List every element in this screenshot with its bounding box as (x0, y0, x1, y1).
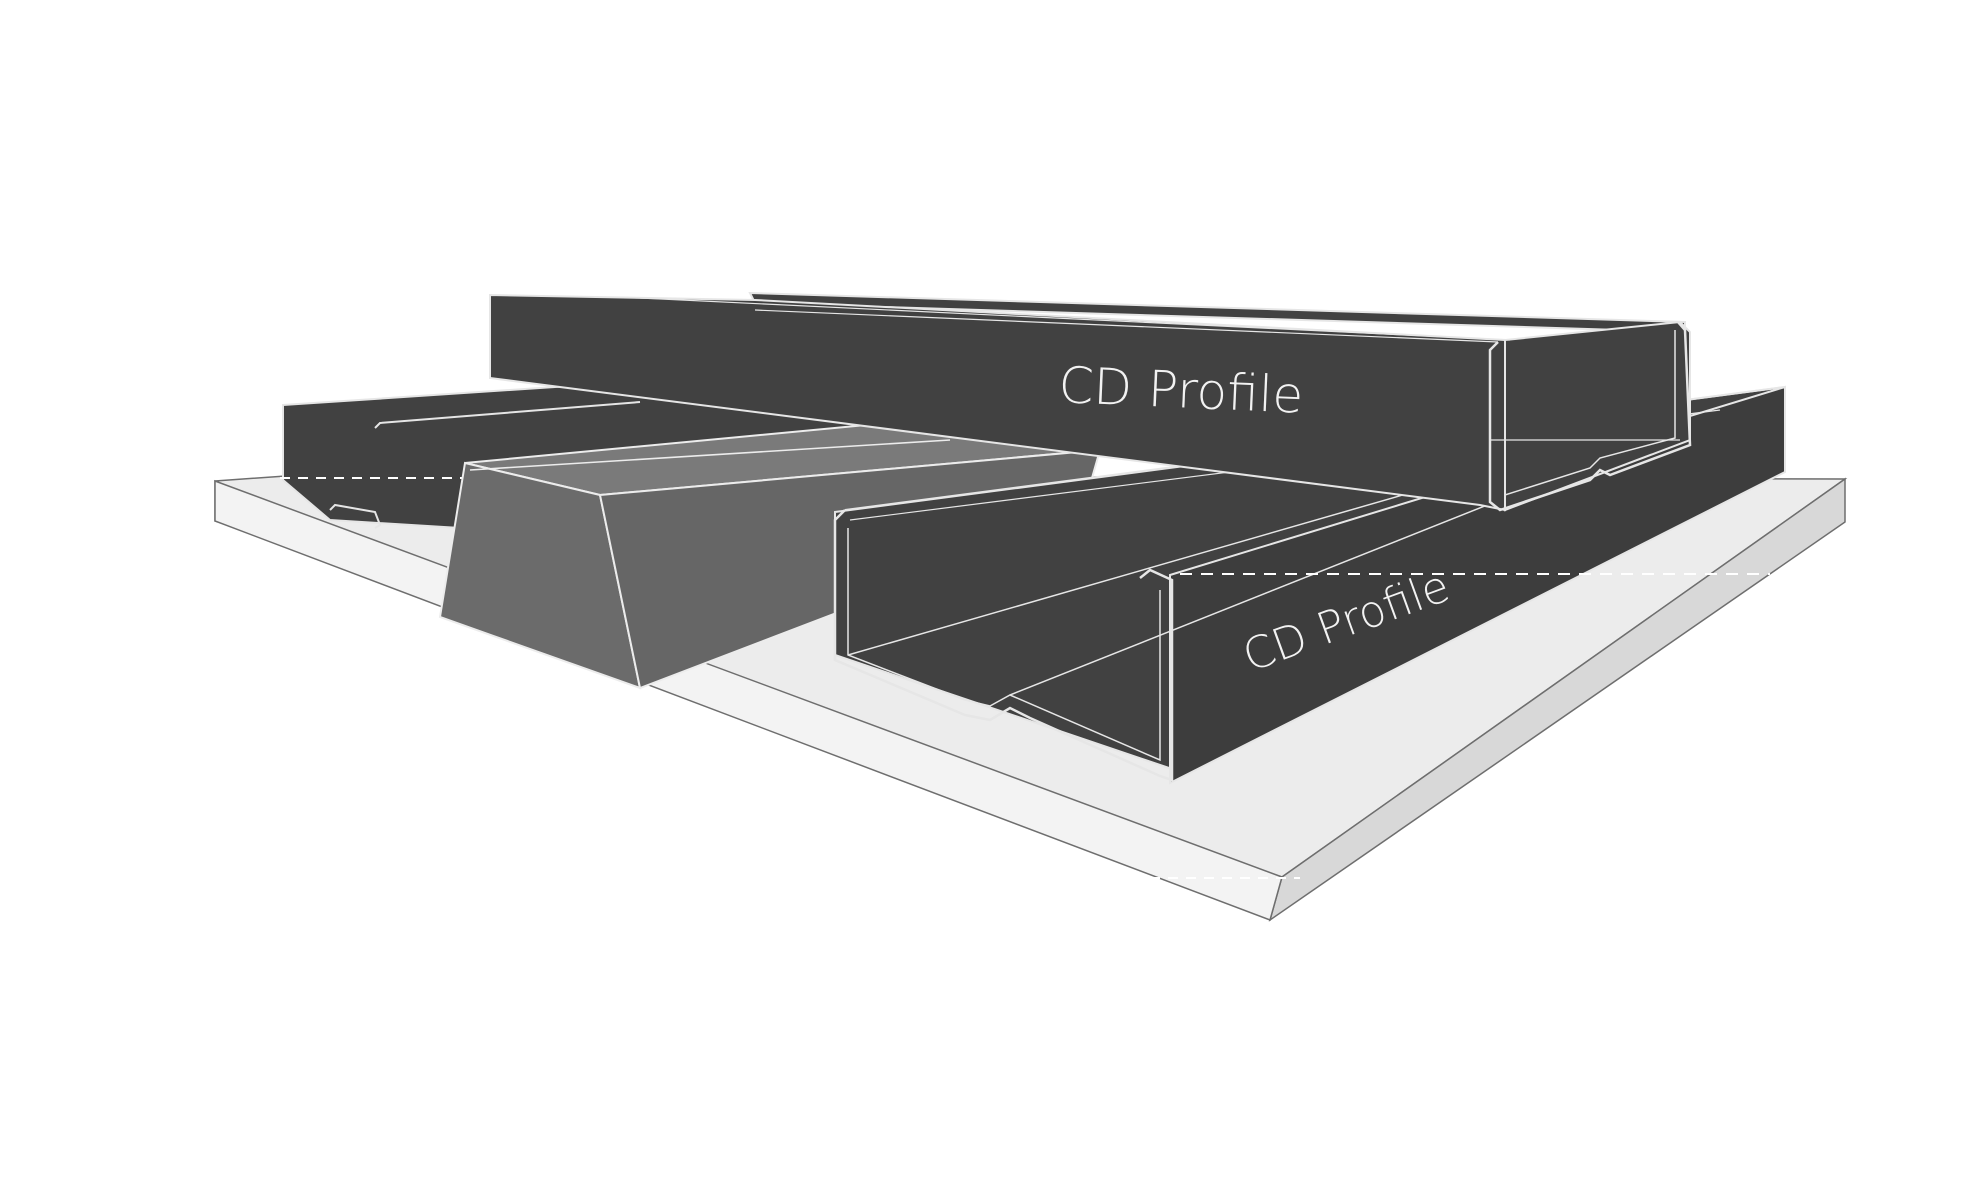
profile-back-left-lip (329, 503, 382, 529)
profile-upper-channel-inner (1504, 330, 1676, 497)
profile-lower-channel-end (833, 509, 1174, 782)
profile-upper-inner-lip-line (639, 297, 1511, 341)
profile-upper-back-wall (1504, 320, 1691, 512)
cd-profile-upper: CD Profile (489, 291, 1692, 512)
profile-lower-floor-line-2 (1009, 479, 1551, 696)
profile-upper-channel-end (1488, 321, 1692, 512)
profile-back-left-inner-line (374, 401, 641, 429)
profile-lower-floor-line (847, 489, 1421, 656)
upper-profile-label: CD Profile (1057, 356, 1304, 425)
profile-upper-inner-top-line (754, 309, 1499, 343)
connector-fold-line (469, 439, 951, 471)
